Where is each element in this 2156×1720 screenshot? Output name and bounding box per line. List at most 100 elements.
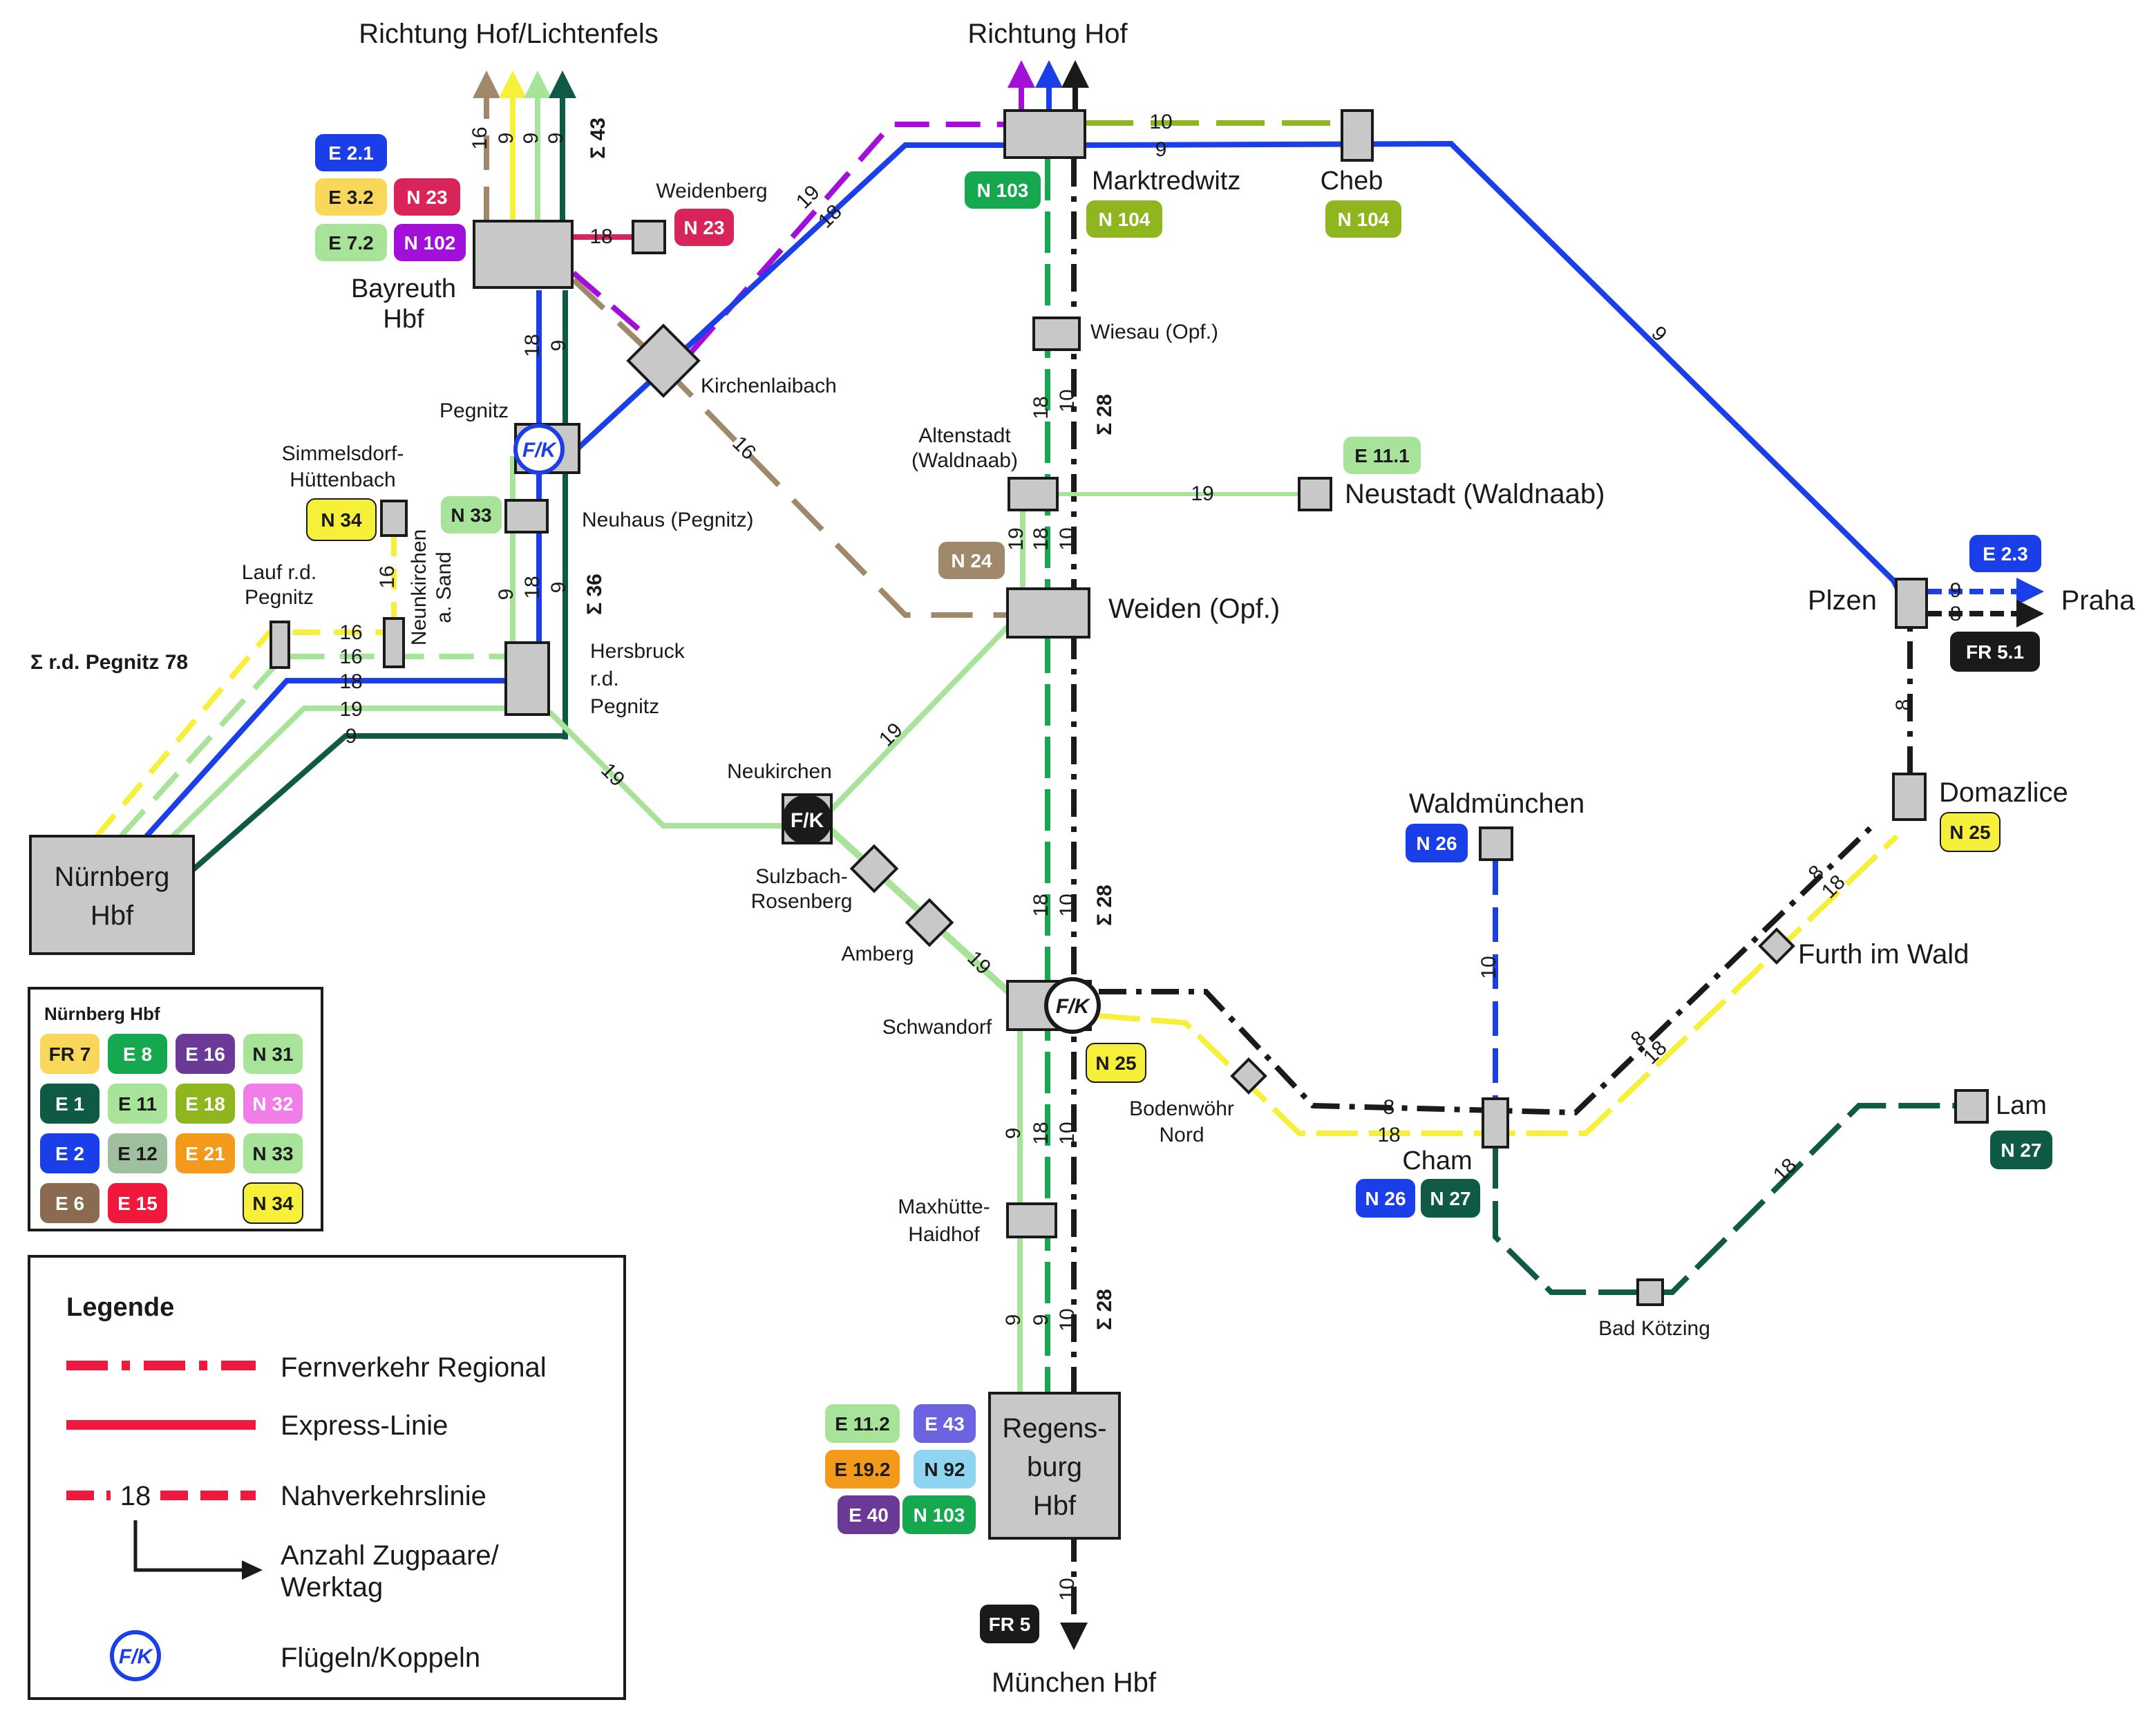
direction-muenchen: München Hbf	[992, 1667, 1157, 1698]
count: 16	[339, 621, 362, 644]
station-kirchenlaibach	[626, 323, 701, 398]
count: 18	[1030, 894, 1052, 916]
badge: E 11.1	[1343, 437, 1421, 474]
badge-label: N 104	[1338, 209, 1390, 230]
station-neunkirchen	[383, 617, 405, 668]
nuernberg-box-title: Nürnberg Hbf	[44, 1003, 160, 1024]
station-regensburg	[988, 1392, 1121, 1540]
count: 9	[346, 725, 357, 748]
badge-label: E 40	[849, 1504, 889, 1526]
station-lauf	[270, 621, 290, 669]
badge-label: N 104	[1099, 209, 1151, 230]
sum-hersbruck: Σ 36	[583, 574, 606, 615]
badge: E 2.1	[315, 134, 387, 171]
label-neukirchen: Neukirchen	[727, 760, 832, 783]
label-marktredwitz: Marktredwitz	[1092, 167, 1240, 196]
count: 16	[339, 645, 362, 668]
line-purple-bayreuth-marktredwitz	[571, 122, 1016, 355]
line-9-blue-marktredwitz-plzen	[1084, 140, 1903, 596]
line-18-blue-nuernberg	[144, 678, 511, 838]
count: 18	[1377, 1124, 1400, 1146]
badge-label: FR 7	[49, 1043, 91, 1065]
count: 9	[547, 582, 570, 594]
legend-sample-count: 18	[120, 1481, 151, 1511]
badge-label: E 2.1	[328, 142, 373, 164]
legend-arrowhead-icon	[242, 1560, 263, 1580]
label-waldmuenchen: Waldmünchen	[1409, 788, 1585, 819]
station-cham	[1482, 1097, 1509, 1149]
legend-title: Legende	[66, 1293, 174, 1322]
station-neustadt	[1298, 477, 1332, 511]
badge: N 34	[306, 498, 377, 541]
label-lauf: Lauf r.d.Pegnitz	[242, 561, 316, 609]
legend-fk-icon-label: F/K	[119, 1645, 154, 1668]
line-tan-bayreuth-weiden	[571, 278, 1009, 618]
label-domazlice: Domazlice	[1939, 777, 2068, 808]
count: 10	[1056, 389, 1079, 412]
station-furth	[1758, 927, 1795, 965]
count: 10	[1149, 111, 1172, 133]
direction-praha: Praha	[2061, 585, 2135, 616]
legend-fk-label: Flügeln/Koppeln	[281, 1643, 480, 1673]
count: 9	[1002, 1128, 1025, 1140]
station-bayreuth	[473, 220, 574, 289]
badge: N 24	[938, 542, 1005, 579]
fk-schwandorf-icon	[1044, 977, 1101, 1034]
count: 9	[1155, 138, 1167, 161]
badge: E 40	[838, 1495, 900, 1534]
legend-nahverkehr-label: Nahverkehrslinie	[281, 1481, 486, 1511]
badge-label: E 3.2	[328, 187, 373, 208]
badge-label: N 25	[1095, 1052, 1136, 1074]
count: 9	[495, 133, 518, 144]
count: 19	[1005, 527, 1028, 550]
count: 10	[1056, 1578, 1079, 1600]
label-furth: Furth im Wald	[1798, 939, 1969, 970]
badge-label: N 34	[252, 1193, 294, 1214]
sum-schwandorf-north: Σ 28	[1093, 885, 1116, 926]
badge-label: N 103	[977, 180, 1029, 201]
station-waldmuenchen	[1479, 826, 1513, 861]
badge: N 92	[914, 1450, 976, 1489]
count: 18	[589, 225, 612, 248]
count: 19	[1191, 482, 1213, 505]
badge-label: E 43	[925, 1413, 965, 1435]
badge-label: N 31	[252, 1043, 293, 1065]
count: 18	[339, 670, 362, 693]
badge-label: E 8	[123, 1043, 152, 1065]
label-maxhuette: Maxhütte-Haidhof	[898, 1196, 990, 1246]
station-bodenwoehr	[1230, 1057, 1267, 1095]
station-weiden	[1006, 587, 1090, 639]
station-bad-koetzing	[1636, 1278, 1664, 1306]
badge: N 26	[1406, 824, 1468, 862]
fk-neukirchen-icon	[782, 795, 832, 844]
label-cheb: Cheb	[1321, 167, 1383, 196]
badge-label: N 26	[1416, 833, 1457, 854]
badge-label: E 11.1	[1354, 445, 1409, 466]
station-maxhuette	[1006, 1202, 1057, 1238]
badge-label: N 27	[1430, 1188, 1471, 1209]
badge-label: FR 5	[989, 1614, 1031, 1635]
count: 16	[469, 126, 491, 149]
legend-count-arrow	[133, 1520, 242, 1572]
badge: N 23	[674, 209, 734, 246]
badge-label: N 26	[1365, 1188, 1406, 1209]
badge-label: N 25	[1949, 822, 1990, 843]
count: 10	[1056, 1122, 1079, 1144]
label-neuhaus: Neuhaus (Pegnitz)	[582, 509, 753, 531]
sum-bayreuth: Σ 43	[587, 117, 609, 159]
badge-label: E 21	[185, 1143, 225, 1164]
count: 10	[1477, 956, 1500, 979]
nuernberg-badge: E 16	[176, 1034, 235, 1074]
count: 19	[875, 719, 907, 751]
badge-label: N 33	[451, 504, 491, 526]
badge-label: E 11.2	[835, 1413, 889, 1435]
legend-anzahl-label: Anzahl Zugpaare/Werktag	[281, 1540, 500, 1603]
badge-label: N 27	[2001, 1140, 2041, 1161]
label-altenstadt: Altenstadt(Waldnaab)	[911, 424, 1018, 472]
